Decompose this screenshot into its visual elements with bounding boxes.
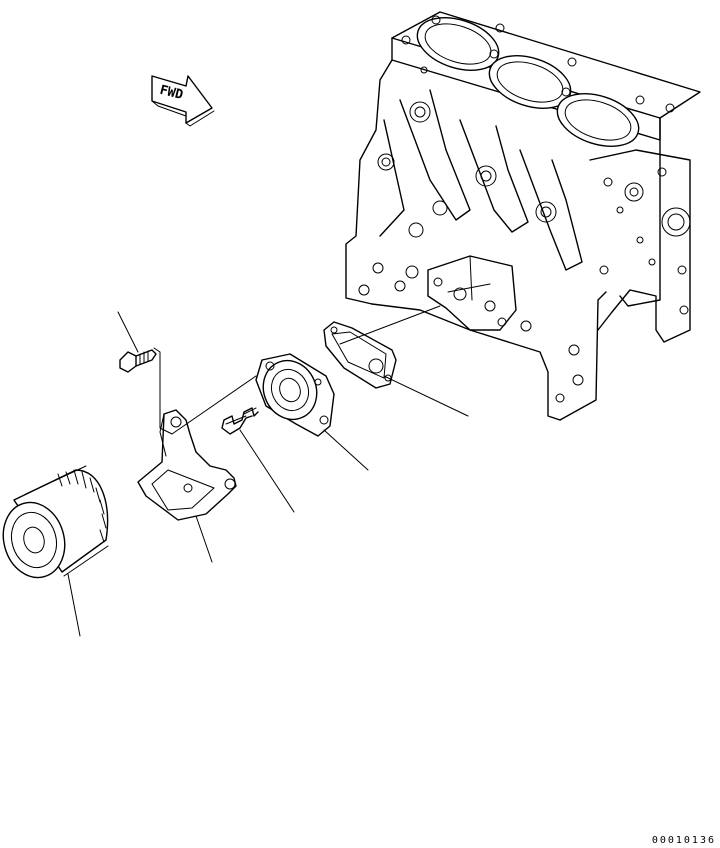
gasket	[323, 321, 397, 389]
fwd-arrow-icon: FWD	[151, 75, 215, 127]
fwd-label: FWD	[158, 83, 185, 103]
leader-lines	[67, 305, 469, 637]
leader-line-spring	[239, 429, 295, 513]
filter-head	[255, 353, 335, 437]
leader-line-bolt	[117, 311, 139, 353]
leader-line-bolt-to-head	[153, 347, 257, 435]
leader-line-bracket	[195, 515, 213, 563]
leader-line-filter-head	[323, 429, 369, 471]
cylinder-bore-3	[556, 93, 640, 147]
relief-spring	[221, 407, 259, 435]
bracket	[137, 409, 237, 521]
drawing-code: 00010136	[651, 835, 716, 846]
bolt	[119, 349, 157, 373]
leader-line-oil-filter	[67, 573, 81, 637]
engine-block	[345, 11, 701, 421]
leader-line-gasket-to-block	[339, 305, 441, 345]
leader-line-gasket	[383, 375, 469, 417]
cylinder-bore-2	[488, 55, 572, 109]
oil-filter	[2, 465, 109, 579]
